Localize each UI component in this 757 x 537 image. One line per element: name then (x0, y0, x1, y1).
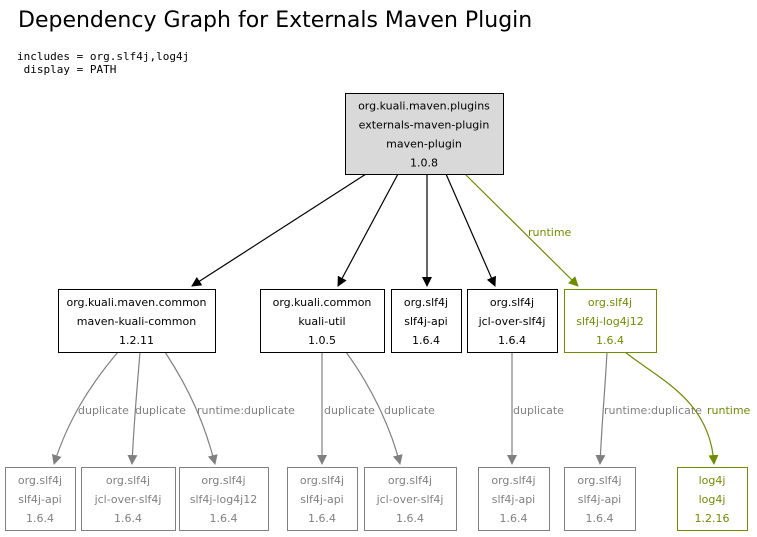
node-line: slf4j-log4j12 (190, 493, 258, 506)
node-box (81, 467, 176, 531)
node-box (345, 93, 504, 175)
node-line: maven-plugin (386, 138, 462, 151)
config-display: display = PATH (17, 63, 117, 76)
edge-root-to-kuali-util (337, 173, 399, 287)
edge-maven-kuali-common-to-dup-mkc-log4j12 (164, 351, 218, 465)
node-slf4j-api: org.slf4j slf4j-api 1.6.4 (391, 289, 462, 353)
node-box (5, 467, 76, 531)
node-line: org.slf4j (490, 296, 534, 309)
node-line: slf4j-api (404, 315, 447, 328)
node-line: 1.6.4 (498, 334, 526, 347)
node-line: jcl-over-slf4j (478, 315, 546, 328)
edge-label: duplicate (324, 404, 375, 417)
node-line: slf4j-api (18, 493, 61, 506)
node-box (564, 467, 636, 531)
node-box (287, 467, 358, 531)
node-dup-ku-jcl: org.slf4j jcl-over-slf4j 1.6.4 (364, 467, 457, 531)
node-line: slf4j-api (300, 493, 343, 506)
node-line: 1.6.4 (114, 512, 142, 525)
node-line: org.slf4j (577, 474, 621, 487)
node-line: maven-kuali-common (77, 315, 196, 328)
node-line: org.slf4j (106, 474, 150, 487)
node-root: org.kuali.maven.plugins externals-maven-p… (345, 93, 504, 175)
node-box (677, 467, 748, 531)
node-line: 1.2.16 (695, 512, 730, 525)
node-box (260, 289, 385, 353)
node-box (179, 467, 269, 531)
node-line: 1.0.8 (410, 157, 438, 170)
node-line: org.slf4j (588, 296, 632, 309)
edge-label: runtime (707, 404, 751, 417)
node-line: log4j (699, 474, 726, 487)
node-box (391, 289, 462, 353)
node-line: org.slf4j (18, 474, 62, 487)
node-dup-mkc-jcl: org.slf4j jcl-over-slf4j 1.6.4 (81, 467, 176, 531)
node-dup-jcl-api: org.slf4j slf4j-api 1.6.4 (478, 467, 550, 531)
node-line: org.kuali.maven.common (66, 296, 206, 309)
edge-label: duplicate (78, 404, 129, 417)
node-line: 1.6.4 (412, 334, 440, 347)
node-dup-mkc-log4j12: org.slf4j slf4j-log4j12 1.6.4 (179, 467, 269, 531)
node-box (467, 289, 558, 353)
edge-maven-kuali-common-to-dup-mkc-jcl (127, 351, 141, 465)
node-line: log4j (699, 493, 726, 506)
node-box (478, 467, 550, 531)
node-jcl-over-slf4j: org.slf4j jcl-over-slf4j 1.6.4 (467, 289, 558, 353)
edge-root-to-jcl-over-slf4j (445, 173, 496, 287)
node-line: 1.0.5 (308, 334, 336, 347)
edge-maven-kuali-common-to-dup-mkc-api (51, 351, 119, 465)
edge-slf4j-log4j12-to-dup-l4j-api (595, 351, 608, 465)
node-line: slf4j-api (578, 493, 621, 506)
edge-label: runtime (528, 226, 572, 239)
node-line: jcl-over-slf4j (94, 493, 162, 506)
edge-label: runtime:duplicate (604, 404, 702, 417)
node-line: kuali-util (298, 315, 345, 328)
node-line: 1.6.4 (210, 512, 238, 525)
node-line: org.slf4j (300, 474, 344, 487)
node-line: externals-maven-plugin (359, 119, 490, 132)
config-includes: includes = org.slf4j,log4j (17, 50, 190, 63)
node-box (58, 289, 216, 353)
node-line: 1.6.4 (596, 334, 624, 347)
edge-root-to-slf4j-log4j12 (464, 173, 579, 287)
node-line: slf4j-api (492, 493, 535, 506)
edge-kuali-util-to-dup-ku-jcl (345, 351, 403, 465)
node-line: 1.2.11 (119, 334, 154, 347)
node-line: org.slf4j (388, 474, 432, 487)
edge-label: runtime:duplicate (197, 404, 295, 417)
node-box (364, 467, 457, 531)
edge-label: duplicate (513, 404, 564, 417)
edge-label: duplicate (135, 404, 186, 417)
edge-label: duplicate (384, 404, 435, 417)
node-line: 1.6.4 (308, 512, 336, 525)
node-line: slf4j-log4j12 (576, 315, 644, 328)
node-line: org.slf4j (491, 474, 535, 487)
node-line: org.slf4j (404, 296, 448, 309)
node-dup-mkc-api: org.slf4j slf4j-api 1.6.4 (5, 467, 76, 531)
node-log4j: log4j log4j 1.2.16 (677, 467, 748, 531)
graph-title: Dependency Graph for Externals Maven Plu… (18, 8, 533, 33)
node-line: 1.6.4 (586, 512, 614, 525)
edge-slf4j-log4j12-to-log4j (624, 351, 719, 465)
edge-root-to-maven-kuali-common (191, 173, 367, 287)
node-maven-kuali-common: org.kuali.maven.common maven-kuali-common… (58, 289, 216, 353)
node-dup-ku-api: org.slf4j slf4j-api 1.6.4 (287, 467, 358, 531)
node-dup-l4j-api: org.slf4j slf4j-api 1.6.4 (564, 467, 636, 531)
node-line: org.kuali.common (273, 296, 372, 309)
node-line: jcl-over-slf4j (376, 493, 444, 506)
node-line: org.slf4j (201, 474, 245, 487)
node-kuali-util: org.kuali.common kuali-util 1.0.5 (260, 289, 385, 353)
node-line: 1.6.4 (500, 512, 528, 525)
node-line: 1.6.4 (26, 512, 54, 525)
node-box (564, 289, 657, 353)
node-line: org.kuali.maven.plugins (358, 100, 490, 113)
node-line: 1.6.4 (396, 512, 424, 525)
node-slf4j-log4j12: org.slf4j slf4j-log4j12 1.6.4 (564, 289, 657, 353)
